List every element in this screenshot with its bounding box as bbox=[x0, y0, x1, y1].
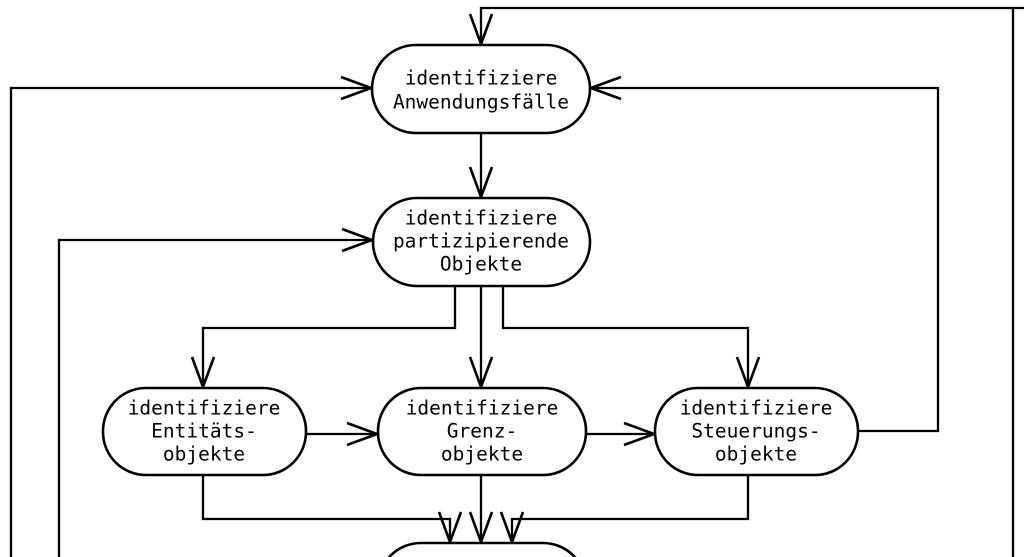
edge-entitaets-to-bottom bbox=[201, 476, 463, 546]
edge-anwendungsfaelle-to-partizipierende bbox=[468, 133, 494, 201]
edge-partizipierende-to-entitaets bbox=[190, 286, 457, 391]
node-steuerungsobjekte-line2: Steuerungs- bbox=[691, 420, 820, 443]
node-partizipierende-objekte-line3: Objekte bbox=[440, 253, 522, 276]
node-partizipierende-objekte-line1: identifiziere bbox=[405, 207, 558, 230]
node-entitaetsobjekte-line3: objekte bbox=[163, 443, 245, 466]
edge-right-feedback-into-anwendungsfaelle bbox=[587, 75, 940, 433]
node-anwendungsfaelle-line2: Anwendungsfälle bbox=[393, 91, 569, 114]
node-anwendungsfaelle-line1: identifiziere bbox=[405, 67, 558, 90]
node-entitaetsobjekte-line1: identifiziere bbox=[128, 397, 281, 420]
node-layer: identifiziere Anwendungsfälle identifizi… bbox=[101, 43, 860, 557]
node-grenzobjekte[interactable]: identifiziere Grenz- objekte bbox=[376, 386, 588, 477]
node-steuerungsobjekte[interactable]: identifiziere Steuerungs- objekte bbox=[653, 386, 860, 477]
edge-partizipierende-to-steuerungs bbox=[501, 286, 761, 391]
node-anwendungsfaelle[interactable]: identifiziere Anwendungsfälle bbox=[370, 43, 592, 135]
node-entitaetsobjekte-line2: Entitäts- bbox=[151, 420, 257, 443]
edge-top-return-into-anwendungsfaelle bbox=[468, 6, 1024, 48]
edge-steuerungs-to-bottom bbox=[499, 476, 750, 546]
node-grenzobjekte-line2: Grenz- bbox=[447, 420, 517, 443]
node-steuerungsobjekte-line1: identifiziere bbox=[680, 397, 833, 420]
node-steuerungsobjekte-line3: objekte bbox=[715, 443, 797, 466]
node-grenzobjekte-line3: objekte bbox=[441, 443, 523, 466]
node-partizipierende-objekte-line2: partizipierende bbox=[393, 230, 569, 253]
node-partizipierende-objekte[interactable]: identifiziere partizipierende Objekte bbox=[371, 196, 592, 288]
node-entitaetsobjekte[interactable]: identifiziere Entitäts- objekte bbox=[101, 386, 308, 477]
edge-left-feedback-into-anwendungsfaelle bbox=[9, 75, 375, 557]
node-grenzobjekte-line1: identifiziere bbox=[406, 397, 559, 420]
edge-grenz-to-steuerungs bbox=[587, 421, 658, 447]
edge-grenz-to-bottom bbox=[468, 476, 494, 546]
node-bottom-cropped[interactable] bbox=[378, 541, 586, 557]
edge-partizipierende-to-grenz bbox=[468, 286, 494, 391]
edge-entitaets-to-grenz bbox=[307, 421, 381, 447]
